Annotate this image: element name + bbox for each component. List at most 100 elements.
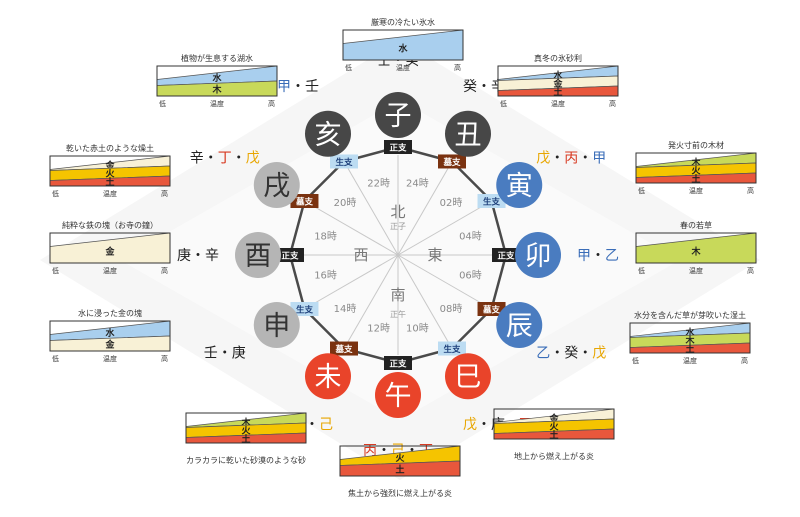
branch-type-label: 墓支: [295, 197, 314, 208]
panel-xu: 乾いた赤土のような燥土金火土低温度高: [49, 143, 171, 198]
panel-band-label: 火: [395, 453, 405, 464]
stem-char: ・: [477, 79, 491, 95]
panel-band-label: 火: [241, 425, 251, 436]
panel-title: 焦土から強烈に燃え上がる炎: [348, 488, 452, 498]
stem-char: 戊: [592, 346, 606, 362]
branch-char-si: 巳: [455, 362, 482, 393]
axis-temp: 温度: [103, 266, 117, 275]
axis-low: 低: [632, 356, 639, 365]
panel-band-label: 金: [552, 77, 563, 89]
stem-char: 己: [319, 417, 333, 433]
spoke-line: [347, 168, 399, 256]
stem-char: 癸: [463, 79, 477, 95]
panel-band-label: 木: [690, 245, 701, 257]
axis-high: 高: [741, 356, 748, 365]
panel-band-label: 火: [549, 421, 559, 432]
panel-title: 発火寸前の木材: [668, 140, 724, 150]
axis-low: 低: [52, 189, 59, 198]
hidden-stems-shen: 壬・庚: [204, 346, 246, 362]
branch-circle-si: [445, 353, 491, 400]
branch-char-you: 酉: [245, 241, 272, 272]
axis-high: 高: [747, 266, 754, 275]
stem-char: 壬: [305, 79, 319, 95]
panel-band-label: 金: [548, 413, 559, 425]
branch-char-xu: 戌: [263, 171, 290, 202]
branch-circle-you: [235, 232, 281, 278]
panel-band-label: 火: [691, 165, 701, 176]
stem-char: ・: [204, 151, 218, 167]
panel-mao: 春の若草木低温度高: [635, 220, 757, 275]
branch-char-shen: 申: [263, 311, 290, 342]
panel-title: 水分を含んだ草が芽吹いた湿土: [634, 310, 746, 320]
direction-north: 北: [390, 203, 405, 221]
branch-char-wei: 未: [315, 362, 342, 393]
hour-label: 04時: [459, 231, 482, 243]
panel-band-label: 土: [691, 173, 700, 185]
spoke-line: [397, 254, 485, 306]
stem-char: ・: [591, 248, 605, 264]
hidden-stems-you: 庚・辛: [177, 248, 219, 264]
panel-title: 真冬の氷砂利: [534, 53, 582, 63]
branch-type-badge: [438, 154, 466, 169]
branch-circle-wu: [375, 372, 421, 418]
branch-circle-mao: [515, 232, 561, 278]
stem-char: 辛: [205, 248, 219, 264]
panel-band-label: 金: [104, 160, 115, 172]
direction-south: 南: [390, 286, 405, 304]
branch-type-badge: [330, 341, 358, 356]
axis-temp: 温度: [103, 354, 117, 363]
panel-band-label: 水: [212, 72, 222, 84]
hour-label: 08時: [440, 303, 463, 315]
panel-title: 春の若草: [680, 220, 712, 230]
panel-frame: [339, 445, 461, 477]
stem-char: 甲: [277, 79, 291, 95]
panel-title: 植物が生息する湖水: [181, 53, 253, 63]
hour-label: 20時: [334, 197, 357, 209]
branch-type-badge: [330, 154, 358, 169]
axis-temp: 温度: [103, 189, 117, 198]
stem-char: ・: [291, 79, 305, 95]
panel-band-label: 土: [395, 464, 404, 476]
branch-char-mao: 卯: [525, 241, 552, 272]
hour-label: 24時: [406, 178, 429, 190]
stem-char: ・: [578, 346, 592, 362]
panel-shen: 水に浸った金の塊水金低温度高: [49, 308, 171, 363]
stem-char: 乙: [536, 346, 550, 362]
stem-char: 丙: [564, 151, 578, 167]
panel-frame: [49, 155, 171, 187]
panel-frame: [635, 152, 757, 184]
branch-type-badge: [290, 302, 319, 316]
branch-circle-chen: [496, 302, 543, 348]
panel-band-label: 木: [690, 157, 701, 169]
branch-type-badge: [492, 248, 520, 262]
branch-circle-wei: [305, 353, 351, 400]
branch-type-badge: [384, 140, 412, 154]
panel-frame: [497, 65, 619, 97]
axis-low: 低: [52, 266, 59, 275]
axis-low: 低: [638, 186, 645, 195]
axis-high: 高: [454, 63, 461, 72]
panel-title: 厳寒の冷たい氷水: [371, 17, 435, 27]
branch-char-chen: 辰: [506, 311, 533, 342]
panel-yin: 発火寸前の木材木火土低温度高: [635, 140, 757, 195]
hidden-stems-chen: 乙・癸・戊: [536, 346, 606, 362]
hour-label: 14時: [334, 303, 357, 315]
stem-char: ・: [578, 151, 592, 167]
hour-label: 22時: [367, 178, 390, 190]
panel-frame: [156, 65, 278, 97]
panel-title: 純粋な鉄の塊（お寺の鐘）: [62, 220, 158, 230]
noon-label: 正午: [390, 309, 406, 319]
stem-char: 癸: [564, 346, 578, 362]
axis-temp: 温度: [396, 63, 410, 72]
panel-title: 水に浸った金の塊: [78, 308, 142, 318]
panel-band-label: 木: [240, 417, 251, 429]
branch-type-label: 墓支: [442, 157, 461, 168]
stem-char: 戊: [246, 151, 260, 167]
panel-band-label: 水: [685, 327, 695, 339]
branch-type-label: 正支: [281, 251, 299, 262]
branch-type-label: 墓支: [334, 344, 353, 355]
panel-chen: 水分を含んだ草が芽吹いた湿土水木土低温度高: [629, 310, 751, 365]
